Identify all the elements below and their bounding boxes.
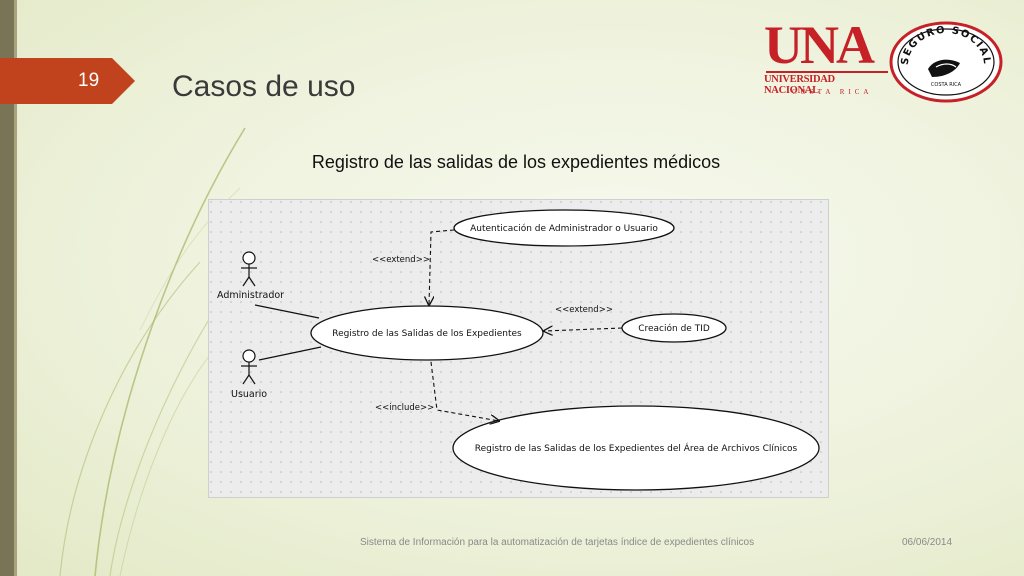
una-logo-country: COSTA RICA (792, 88, 873, 96)
use-case-main-label: Registro de las Salidas de los Expedient… (332, 329, 522, 339)
footer-date: 06/06/2014 (902, 537, 953, 548)
actor-usuario-label: Usuario (231, 389, 267, 400)
relation-include-archive (430, 361, 499, 421)
relation-extend-auth-label: <<extend>> (372, 255, 430, 265)
slide-number-tag: 19 (0, 58, 135, 104)
use-case-auth (453, 209, 675, 247)
ccss-logo-country: COSTA RICA (931, 82, 962, 88)
association-usuario (258, 346, 322, 361)
association-administrador (254, 304, 320, 319)
actor-administrador-label: Administrador (217, 290, 284, 301)
use-case-tid-label: Creación de TID (638, 323, 710, 334)
una-logo-main: UNA (764, 15, 875, 75)
relation-extend-auth (429, 229, 455, 305)
actor-usuario (241, 349, 257, 385)
left-border-strip (0, 0, 14, 576)
relation-include-archive-label: <<include>> (375, 403, 434, 413)
una-logo: UNA UNIVERSIDAD NACIONAL COSTA RICA (762, 18, 890, 114)
footer-text: Sistema de Información para la automatiz… (360, 537, 755, 548)
una-logo-sub: UNIVERSIDAD NACIONAL (764, 74, 835, 96)
ccss-logo: SEGURO SOCIAL COSTA RICA (889, 21, 1003, 103)
left-border-accent (14, 0, 17, 576)
use-case-auth-label: Autenticación de Administrador o Usuario (470, 223, 658, 234)
use-case-archive-label: Registro de las Salidas de los Expedient… (475, 442, 798, 454)
una-logo-rule (766, 71, 888, 73)
relation-extend-tid (544, 328, 623, 331)
actor-administrador (241, 251, 257, 287)
use-case-diagram: Administrador Usuario Autenticación de A… (209, 200, 828, 497)
slide-title: Casos de uso (172, 70, 356, 103)
una-logo-reflection (762, 100, 890, 122)
use-case-archive (452, 405, 820, 491)
slide-subtitle: Registro de las salidas de los expedient… (311, 152, 721, 172)
slide-number: 19 (78, 70, 100, 91)
relation-extend-tid-label: <<extend>> (555, 305, 613, 315)
